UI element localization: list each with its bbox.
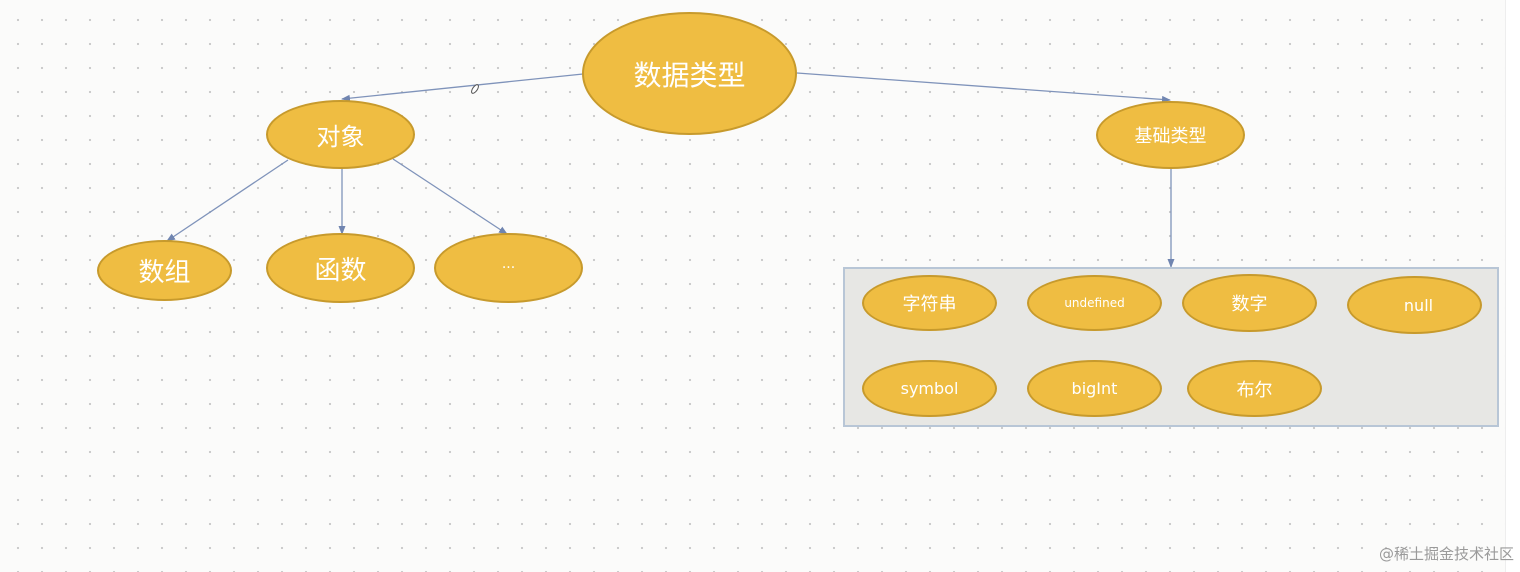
node-function-label: 函数 <box>314 255 367 286</box>
canvas-right-edge <box>1505 0 1520 572</box>
node-symbol[interactable]: symbol <box>862 360 997 417</box>
edge-object-more <box>392 158 508 235</box>
node-undefined[interactable]: undefined <box>1027 275 1162 331</box>
node-symbol-label: symbol <box>900 379 959 398</box>
node-boolean-label: 布尔 <box>1236 379 1273 401</box>
node-array-label: 数组 <box>138 258 191 288</box>
node-bigint[interactable]: bigInt <box>1027 360 1162 417</box>
node-basic-types-label: 基础类型 <box>1134 126 1207 147</box>
node-bigint-label: bigInt <box>1071 379 1118 398</box>
node-number-label: 数字 <box>1231 294 1268 315</box>
node-object-label: 对象 <box>316 123 365 151</box>
edge-root-basic <box>796 72 1171 103</box>
node-string-label: 字符串 <box>902 294 957 315</box>
root-node-data-types[interactable]: 数据类型 <box>582 12 797 135</box>
node-null[interactable]: null <box>1347 276 1482 334</box>
edge-object-array <box>166 159 289 242</box>
watermark: @稀土掘金技术社区 <box>1378 545 1514 563</box>
node-function[interactable]: 函数 <box>266 233 415 303</box>
node-more[interactable]: ... <box>434 233 583 303</box>
root-node-label: 数据类型 <box>633 58 746 92</box>
node-object[interactable]: 对象 <box>266 100 415 169</box>
node-undefined-label: undefined <box>1064 296 1125 310</box>
edge-root-object <box>341 73 584 102</box>
node-basic-types[interactable]: 基础类型 <box>1096 101 1245 169</box>
node-more-label: ... <box>501 256 516 272</box>
edge-handle[interactable] <box>470 84 480 95</box>
node-string[interactable]: 字符串 <box>862 275 997 331</box>
node-boolean[interactable]: 布尔 <box>1187 360 1322 417</box>
node-null-label: null <box>1403 295 1434 315</box>
node-array[interactable]: 数组 <box>97 240 232 301</box>
node-number[interactable]: 数字 <box>1182 274 1317 332</box>
